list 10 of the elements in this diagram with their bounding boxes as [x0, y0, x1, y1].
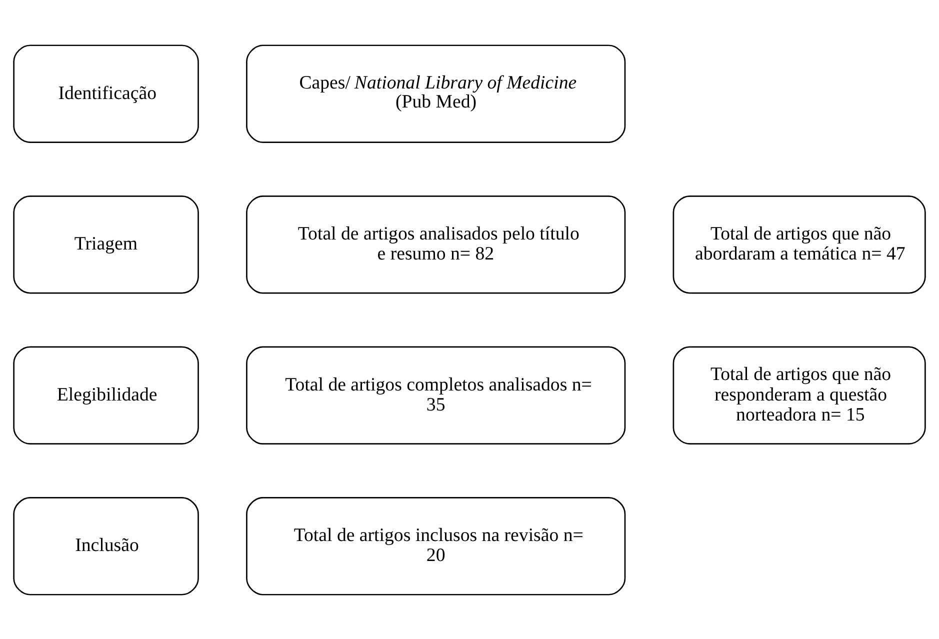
node-box: Total de artigos que não responderam a questão norteadora n= 15 [672, 346, 926, 444]
node-box: Total de artigos analisados pelo título e resumo n= 82 [246, 194, 626, 294]
node-box: Total de artigos completos analisados n= 35 [246, 346, 626, 444]
node-box: Total de artigos inclusos na revisão n= 20 [246, 496, 626, 595]
node-box: Inclusão [13, 496, 199, 595]
node-box: Identificação [13, 44, 199, 142]
node-box: Triagem [13, 194, 199, 294]
node-box: Capes/ National Library of Medicine (Pub Med) [246, 44, 626, 142]
node-box: Total de artigos que não abordaram a temática n= 47 [672, 194, 926, 294]
node-box: Elegibilidade [13, 346, 199, 444]
